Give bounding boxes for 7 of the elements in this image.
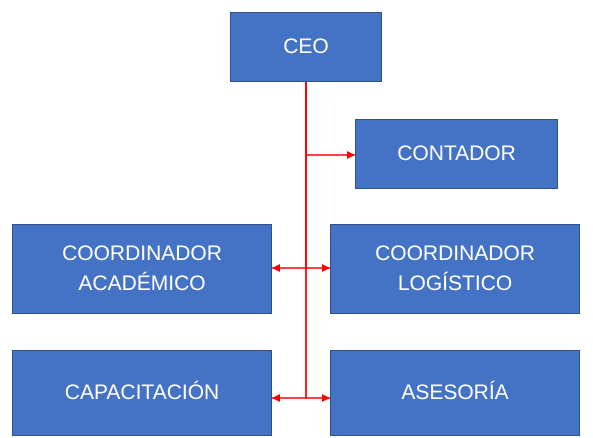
org-box: CAPACITACIÓN xyxy=(12,350,272,436)
connector-arrow xyxy=(305,82,330,402)
org-box: COORDINADOR ACADÉMICO xyxy=(12,224,272,314)
org-box: COORDINADOR LOGÍSTICO xyxy=(330,224,580,314)
org-box: CONTADOR xyxy=(355,119,558,189)
org-box: CEO xyxy=(230,12,382,82)
org-box: ASESORÍA xyxy=(330,350,580,436)
